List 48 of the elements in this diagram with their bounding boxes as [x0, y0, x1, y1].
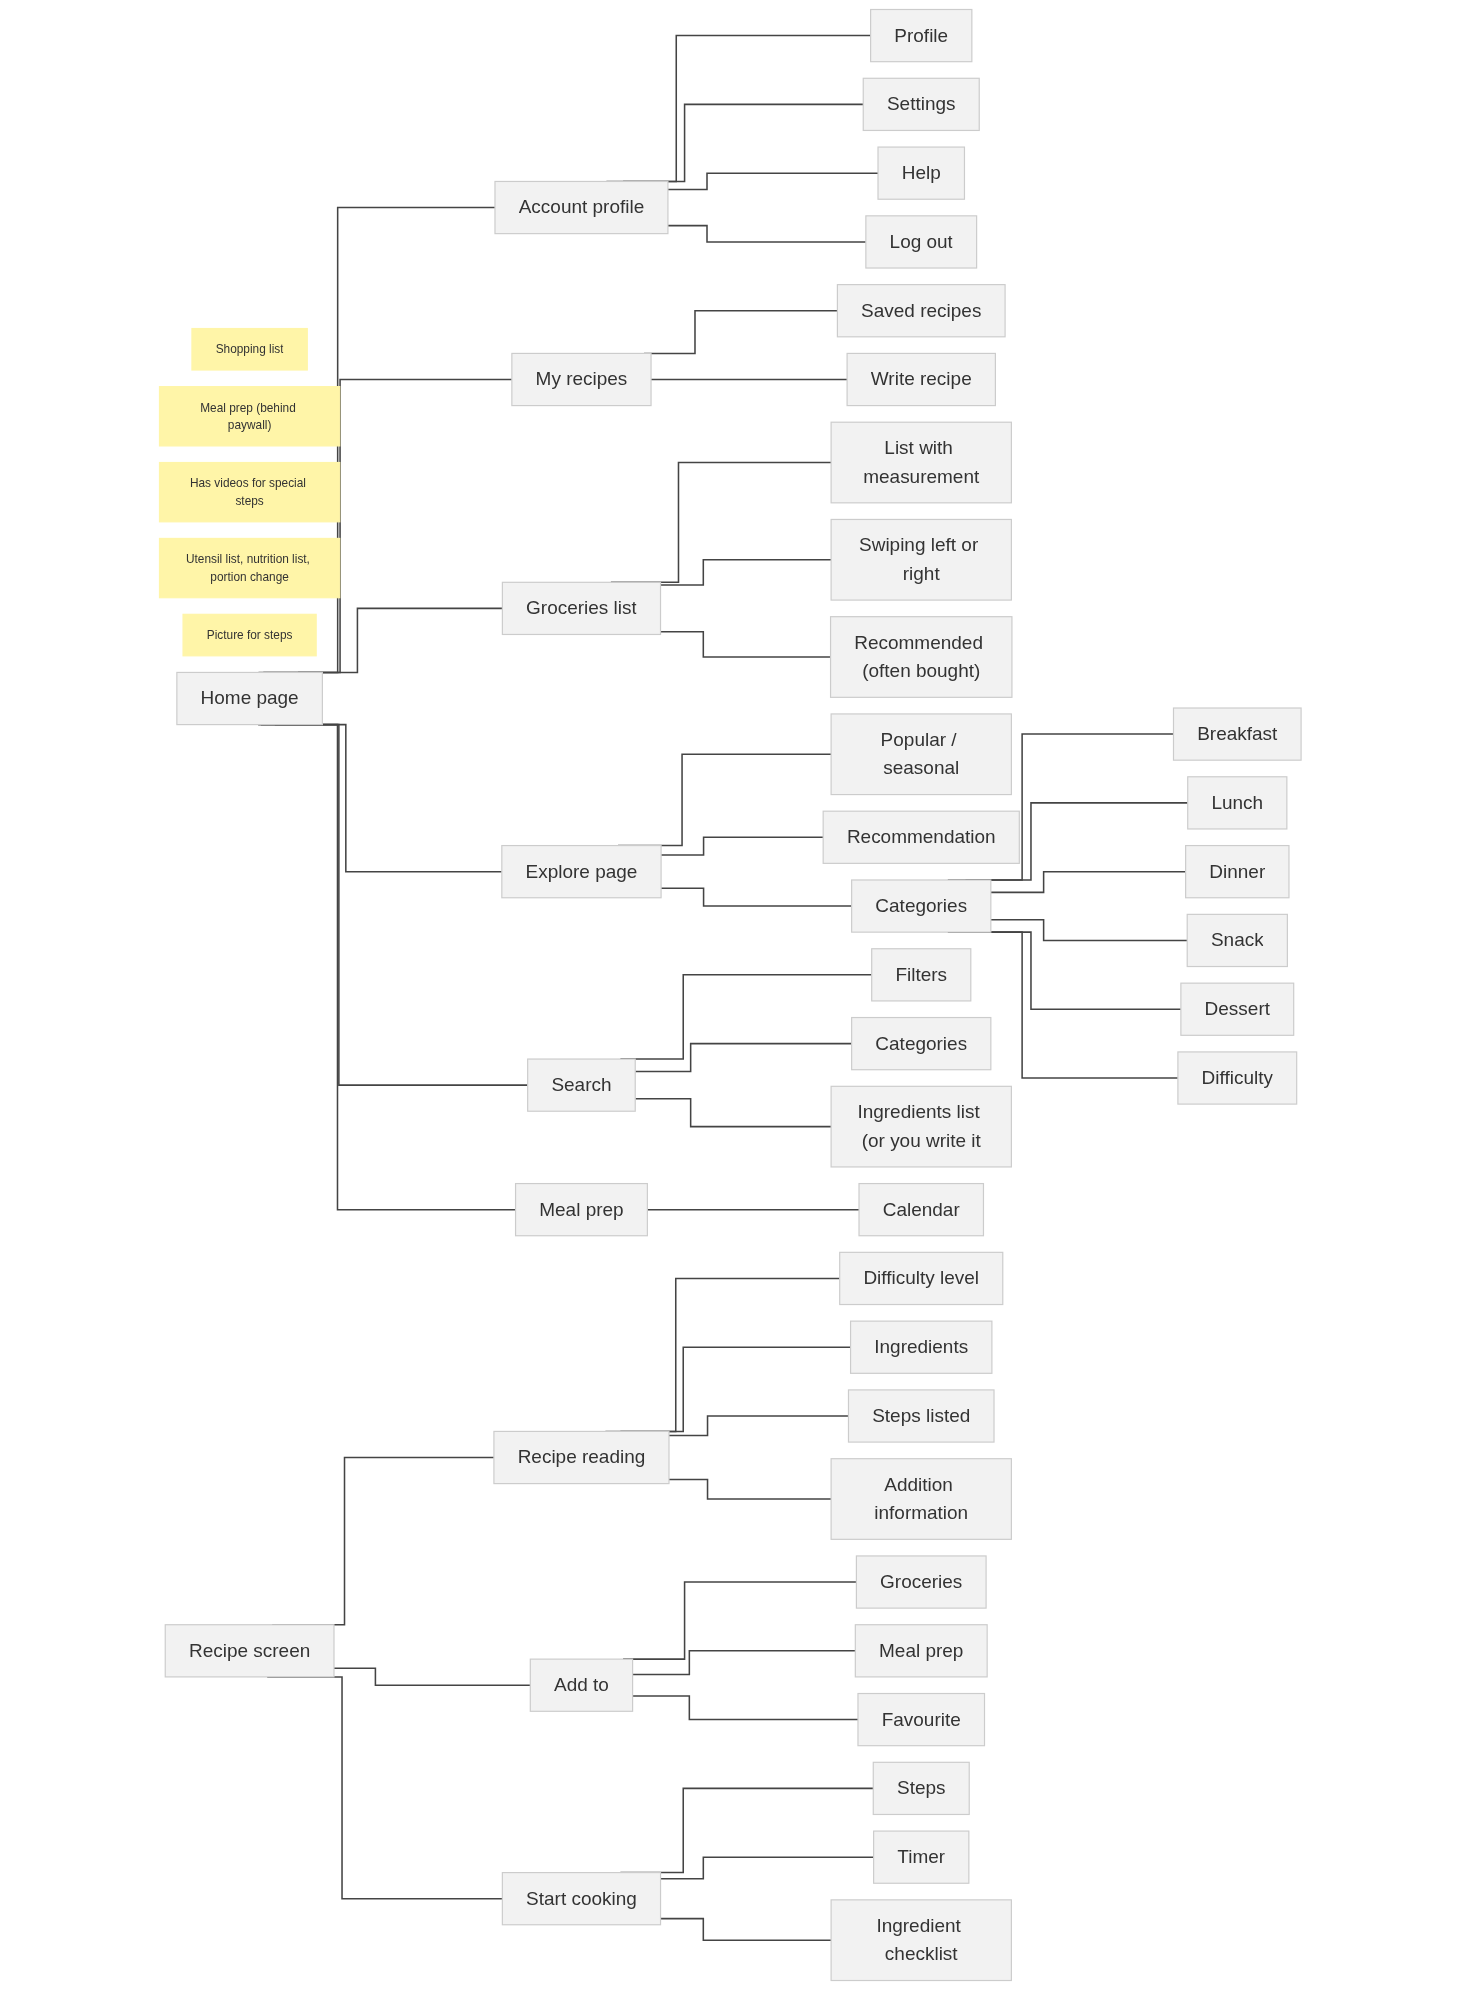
node-box: Start cooking	[501, 1872, 661, 1926]
node-box: Calendar	[858, 1182, 984, 1237]
node-box: Filters	[870, 948, 972, 1002]
node-box: Difficulty level	[838, 1251, 1004, 1306]
node-box: Popular / seasonal	[830, 713, 1012, 796]
node-box: Lunch	[1186, 776, 1288, 830]
node-box: Ingredients list (or you write it	[830, 1085, 1012, 1168]
node-box: Recommendation	[822, 810, 1020, 864]
node-box: Steps listed	[847, 1389, 995, 1443]
node-box: Ingredients	[849, 1320, 993, 1374]
node-box: Addition information	[830, 1458, 1012, 1540]
node-box: List with measurement	[830, 421, 1012, 504]
node-box: Write recipe	[846, 352, 996, 407]
node-box: Snack	[1186, 913, 1288, 968]
node-box: Shopping list	[191, 327, 308, 371]
node-box: Help	[877, 146, 965, 200]
node-box: Meal prep	[514, 1182, 648, 1237]
node-box: Home page	[175, 671, 323, 726]
node-box: Swiping left or right	[830, 518, 1012, 601]
node-box: Meal prep (behind paywall)	[158, 386, 341, 447]
node-box: Difficulty	[1177, 1051, 1297, 1105]
node-box: Picture for steps	[182, 613, 317, 657]
node-box: Account profile	[494, 180, 669, 235]
node-box: Utensil list, nutrition list, portion change	[158, 537, 341, 599]
node-box: Steps	[872, 1761, 970, 1816]
node-box: Ingredient checklist	[830, 1899, 1012, 1982]
node-box: Favourite	[857, 1692, 985, 1747]
node-box: Recipe screen	[164, 1624, 335, 1678]
node-box: Dinner	[1184, 844, 1290, 899]
node-box: Settings	[862, 77, 980, 132]
node-box: Saved recipes	[836, 284, 1006, 338]
node-box: Groceries list	[501, 581, 661, 636]
node-box: My recipes	[510, 352, 652, 407]
node-box: Groceries	[855, 1555, 987, 1609]
node-box: Recipe reading	[493, 1430, 670, 1485]
node-box: Search	[526, 1058, 636, 1112]
node-box: Profile	[869, 8, 973, 63]
node-box: Breakfast	[1172, 707, 1302, 761]
node-box: Dessert	[1180, 982, 1294, 1036]
node-box: Add to	[529, 1658, 633, 1712]
node-box: Meal prep	[854, 1624, 988, 1678]
node-box: Categories	[850, 1016, 992, 1071]
node-box: Explore page	[500, 844, 662, 899]
node-box: Recommended (often bought)	[829, 616, 1013, 698]
node-box: Categories	[850, 879, 992, 933]
node-box: Log out	[864, 215, 977, 269]
node-box: Has videos for special steps	[158, 461, 341, 523]
node-box: Timer	[872, 1830, 970, 1884]
